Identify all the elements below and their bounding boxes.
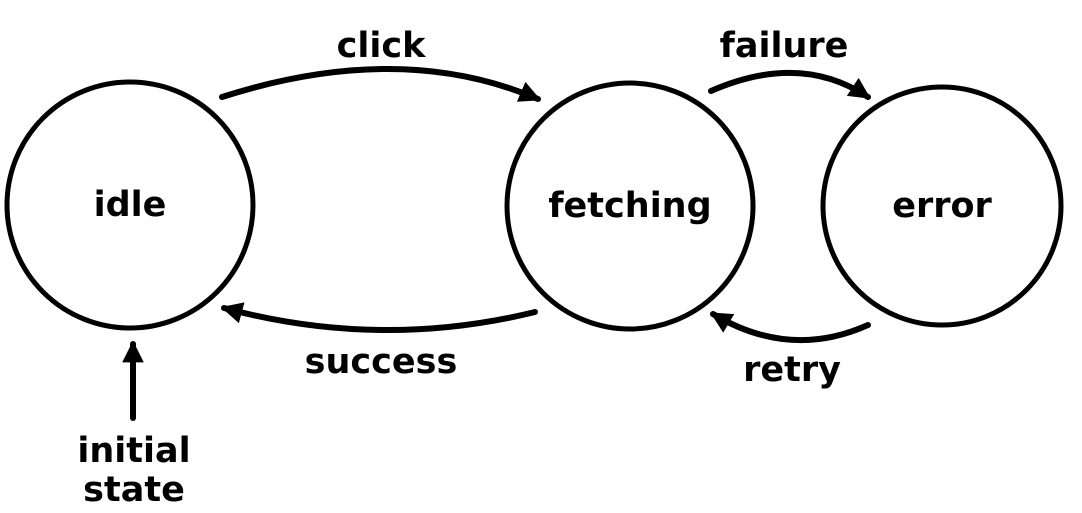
transition-success-arrow [220, 302, 538, 333]
state-error-label: error [892, 186, 992, 226]
transition-click-arrow [219, 66, 541, 102]
transition-failure-label: failure [720, 26, 849, 66]
state-fetching-circle [504, 80, 756, 332]
transition-success-label: success [305, 342, 458, 382]
transition-click-label: click [337, 26, 426, 66]
state-error-circle [820, 84, 1064, 328]
state-fetching-label: fetching [548, 186, 711, 226]
initial-state-label-line2: state [83, 470, 185, 510]
state-idle-label: idle [94, 185, 167, 225]
state-idle: idle [4, 79, 256, 331]
transition-retry-arrow [710, 311, 871, 344]
state-error: error [820, 84, 1064, 328]
initial-state-label-line1: initial [77, 431, 190, 471]
transition-retry-label: retry [743, 350, 841, 390]
transition-failure-arrow [708, 69, 871, 100]
state-idle-circle [4, 79, 256, 331]
state-fetching: fetching [504, 80, 756, 332]
